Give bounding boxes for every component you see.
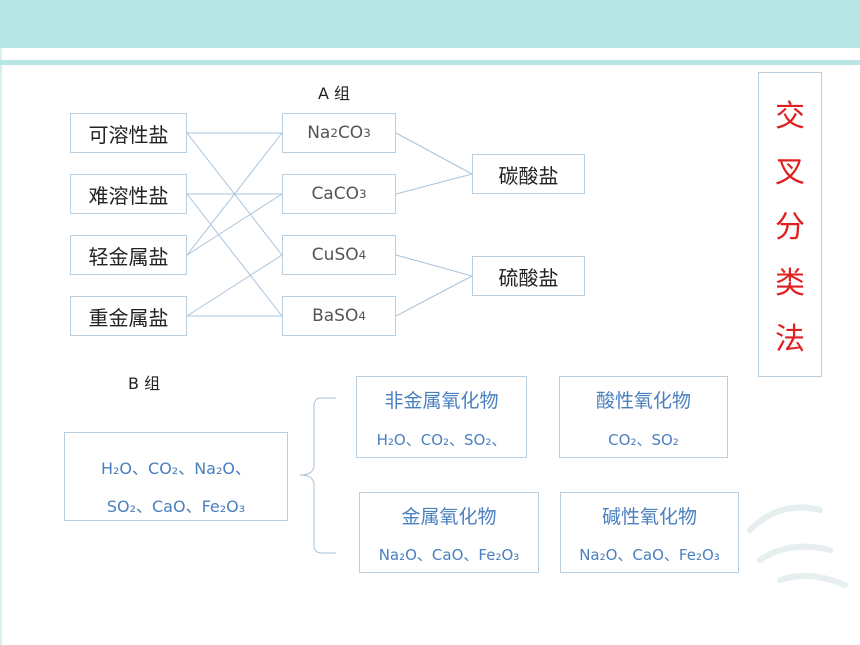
- line-cuso4-sulfate: [395, 254, 473, 277]
- panel-nonmetal-oxide: 非金属氧化物 H₂O、CO₂、SO₂、: [356, 376, 527, 458]
- group-b-label: B 组: [128, 374, 161, 393]
- side-title-char: 分: [775, 210, 805, 246]
- panel-title: 酸性氧化物: [595, 390, 691, 412]
- panel-body: CO₂、SO₂: [608, 431, 679, 449]
- line-caco3-carbonate: [395, 173, 473, 195]
- category-sulfate: 硫酸盐: [472, 256, 585, 296]
- panel-title: 金属氧化物: [401, 506, 497, 528]
- side-title-box: 交 叉 分 类 法: [758, 72, 822, 377]
- left-border-line: [0, 48, 2, 645]
- header-divider: [0, 60, 860, 65]
- panel-title: 非金属氧化物: [384, 390, 499, 412]
- panel-basic-oxide: 碱性氧化物 Na₂O、CaO、Fe₂O₃: [560, 492, 739, 573]
- side-title-char: 交: [775, 98, 805, 134]
- decorative-watermark: [747, 504, 848, 588]
- source-line-1: H₂O、CO₂、Na₂O、: [100, 459, 251, 478]
- group-b-source-box: H₂O、CO₂、Na₂O、 SO₂、CaO、Fe₂O₃: [64, 432, 288, 521]
- panel-body: Na₂O、CaO、Fe₂O₃: [579, 546, 720, 564]
- category-heavy-metal-salt: 重金属盐: [70, 296, 187, 336]
- panel-body: H₂O、CO₂、SO₂、: [376, 431, 507, 449]
- line-na2co3-carbonate: [395, 132, 473, 175]
- category-carbonate: 碳酸盐: [472, 154, 585, 194]
- side-title-char: 叉: [775, 154, 805, 190]
- category-soluble-salt: 可溶性盐: [70, 113, 187, 153]
- line-baso4-sulfate: [395, 275, 473, 317]
- category-light-metal-salt: 轻金属盐: [70, 235, 187, 275]
- line-light-na2co3: [186, 132, 283, 256]
- panel-body: Na₂O、CaO、Fe₂O₃: [378, 546, 520, 564]
- group-b-brace: [299, 397, 336, 554]
- line-light-caco3: [186, 193, 283, 256]
- side-title-char: 类: [775, 266, 805, 302]
- source-line-2: SO₂、CaO、Fe₂O₃: [106, 497, 246, 516]
- panel-acidic-oxide: 酸性氧化物 CO₂、SO₂: [559, 376, 728, 458]
- category-insoluble-salt: 难溶性盐: [70, 174, 187, 214]
- line-heavy-cuso4: [186, 254, 283, 317]
- side-title-char: 法: [775, 322, 805, 358]
- header-bar: [0, 0, 860, 48]
- panel-metal-oxide: 金属氧化物 Na₂O、CaO、Fe₂O₃: [359, 492, 539, 573]
- panel-title: 碱性氧化物: [601, 506, 697, 528]
- group-a-label: A 组: [318, 84, 351, 103]
- line-insoluble-baso4: [186, 193, 283, 317]
